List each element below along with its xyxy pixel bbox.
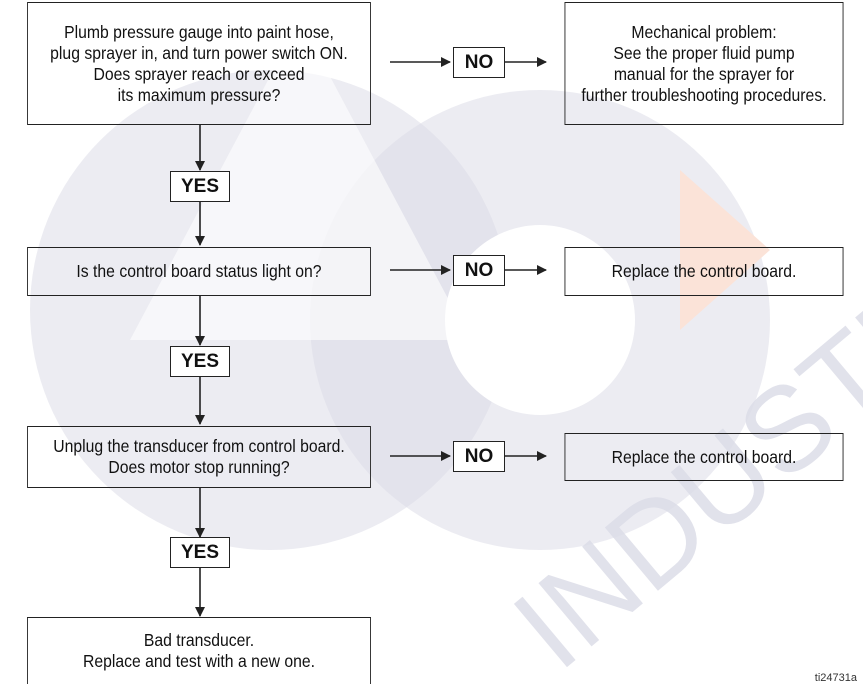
watermark-orange-arrow <box>680 170 770 330</box>
figure-id: ti24731a <box>814 672 857 684</box>
step2-yes-label: YES <box>170 346 230 377</box>
step2-no-result-box: Replace the control board. <box>564 247 844 296</box>
step1-no-label: NO <box>453 47 505 78</box>
step3-question-box: Unplug the transducer from control board… <box>27 426 371 488</box>
step1-question-box: Plumb pressure gauge into paint hose, pl… <box>27 2 371 125</box>
step3-no-label: NO <box>453 441 505 472</box>
step1-yes-label: YES <box>170 171 230 202</box>
step3-yes-label: YES <box>170 537 230 568</box>
step2-question-box: Is the control board status light on? <box>27 247 371 296</box>
step1-no-result-box: Mechanical problem: See the proper fluid… <box>564 2 844 125</box>
step2-no-label: NO <box>453 255 505 286</box>
watermark-triangle <box>130 20 470 340</box>
final-result-box: Bad transducer. Replace and test with a … <box>27 617 371 684</box>
step3-no-result-box: Replace the control board. <box>564 433 844 481</box>
